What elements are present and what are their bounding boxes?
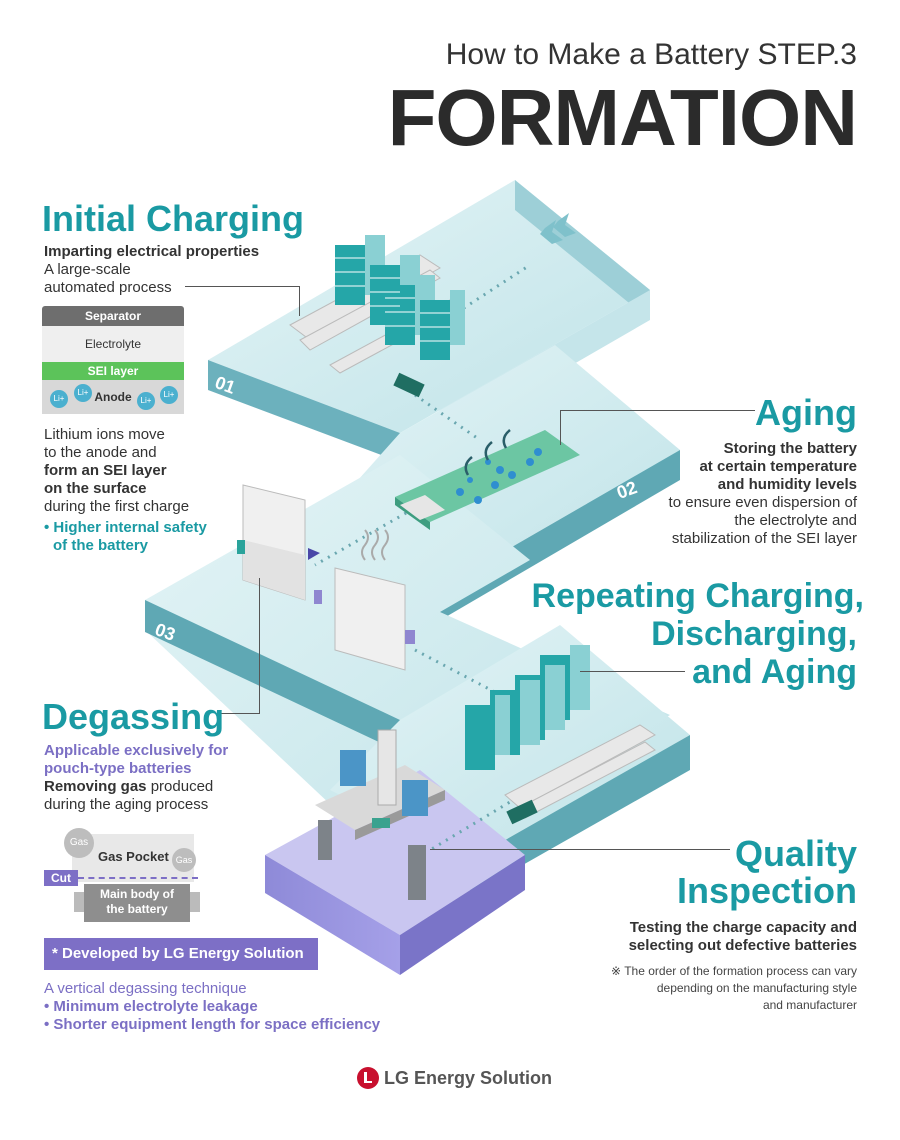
initial-bullet1: • Higher internal safety (44, 519, 207, 536)
main-body-of-battery: Main body of the battery (84, 884, 190, 922)
repeating-title-line2: Discharging, (651, 615, 857, 653)
degassing-line1: Applicable exclusively for (44, 742, 229, 759)
initial-desc3: form an SEI layer (44, 462, 167, 479)
lg-logo-mark (364, 1072, 367, 1083)
lithium-ion-icon: Li+ (50, 390, 68, 408)
initial-charging-line1: Imparting electrical properties (44, 243, 260, 260)
degassing-line3: Removing gas produced (44, 778, 213, 796)
gas-bubble: Gas (172, 848, 196, 872)
aging-chamber (395, 429, 580, 530)
sei-layer-diagram: Separator Electrolyte SEI layer Anode Li… (42, 306, 184, 414)
battery-tab-right (190, 892, 200, 912)
degassing-bullet1: • Minimum electrolyte leakage (44, 998, 258, 1015)
produced-text: produced (146, 778, 214, 795)
page-title: FORMATION (387, 73, 858, 162)
aging-line5: the electrolyte and (734, 512, 857, 529)
initial-desc4: on the surface (44, 480, 147, 497)
developed-by-badge: * Developed by LG Energy Solution (44, 938, 318, 970)
lithium-ion-icon: Li+ (74, 384, 92, 402)
leader-line-aging (560, 410, 755, 411)
aging-title: Aging (755, 392, 857, 433)
main-body-label2: the battery (106, 902, 168, 916)
separator-layer: Separator (42, 306, 184, 326)
repeating-title-line1: Repeating Charging, (531, 577, 864, 615)
removing-gas-text: Removing gas (44, 778, 147, 795)
initial-bullet2: of the battery (53, 537, 149, 554)
degassing-line2: pouch-type batteries (44, 760, 192, 777)
lg-logo-mark (364, 1081, 372, 1083)
battery-tab-left (74, 892, 84, 912)
cut-label: Cut (44, 870, 78, 886)
lg-logo-icon (357, 1067, 379, 1089)
aging-line1: Storing the battery (723, 440, 857, 457)
direction-chevrons-icon (540, 213, 576, 244)
degassing-equipment (237, 484, 415, 671)
quality-title-line1: Quality (734, 833, 857, 874)
leader-line-initial-v (299, 286, 300, 316)
lithium-ion-icon: Li+ (160, 386, 178, 404)
cut-line (78, 877, 198, 879)
quality-inspection-station (315, 729, 445, 900)
charging-racks-01 (289, 235, 465, 398)
quality-title-line2: Inspection (676, 870, 857, 911)
quality-note1: ※ The order of the formation process can… (611, 964, 857, 978)
header-subtitle: How to Make a Battery STEP.3 (445, 38, 857, 71)
quality-desc2: selecting out defective batteries (628, 937, 857, 954)
initial-charging-line3: automated process (44, 279, 172, 296)
repeating-title-line3: and Aging (692, 653, 857, 691)
initial-desc5: during the first charge (44, 498, 190, 515)
brand-name: LG Energy Solution (384, 1068, 553, 1088)
sei-layer: SEI layer (42, 362, 184, 380)
initial-desc2: to the anode and (44, 444, 157, 461)
lithium-ion-icon: Li+ (137, 392, 155, 410)
quality-note3: and manufacturer (762, 998, 857, 1012)
quality-desc1: Testing the charge capacity and (629, 919, 857, 936)
gas-pocket-label: Gas Pocket (98, 849, 169, 864)
leader-line-repeating (580, 671, 685, 672)
platform-completed (265, 770, 525, 975)
leader-line-initial (185, 286, 300, 287)
leader-line-aging-v (560, 410, 561, 445)
aging-line6: stabilization of the SEI layer (671, 530, 857, 547)
electrolyte-layer: Electrolyte (42, 326, 184, 362)
quality-note2: depending on the manufacturing style (656, 981, 857, 995)
leader-line-degassing (220, 713, 260, 714)
gas-pocket-diagram: Gas Gas Gas Pocket Cut Main body of the … (44, 822, 204, 932)
leader-line-quality (430, 849, 730, 850)
charging-racks-04 (465, 645, 656, 825)
initial-charging-line2: A large-scale (44, 261, 131, 278)
degassing-line4: during the aging process (44, 796, 209, 813)
gas-bubble: Gas (64, 828, 94, 858)
initial-desc1: Lithium ions move (44, 426, 165, 443)
degassing-bullet2: • Shorter equipment length for space eff… (44, 1016, 381, 1033)
degassing-technique: A vertical degassing technique (44, 980, 247, 997)
degassing-title: Degassing (42, 696, 225, 737)
main-body-label1: Main body of (100, 887, 174, 901)
leader-line-degassing-v (259, 578, 260, 714)
aging-line4: to ensure even dispersion of (668, 494, 857, 511)
aging-line3: and humidity levels (717, 476, 857, 493)
initial-charging-title: Initial Charging (42, 198, 305, 239)
aging-line2: at certain temperature (699, 458, 857, 475)
